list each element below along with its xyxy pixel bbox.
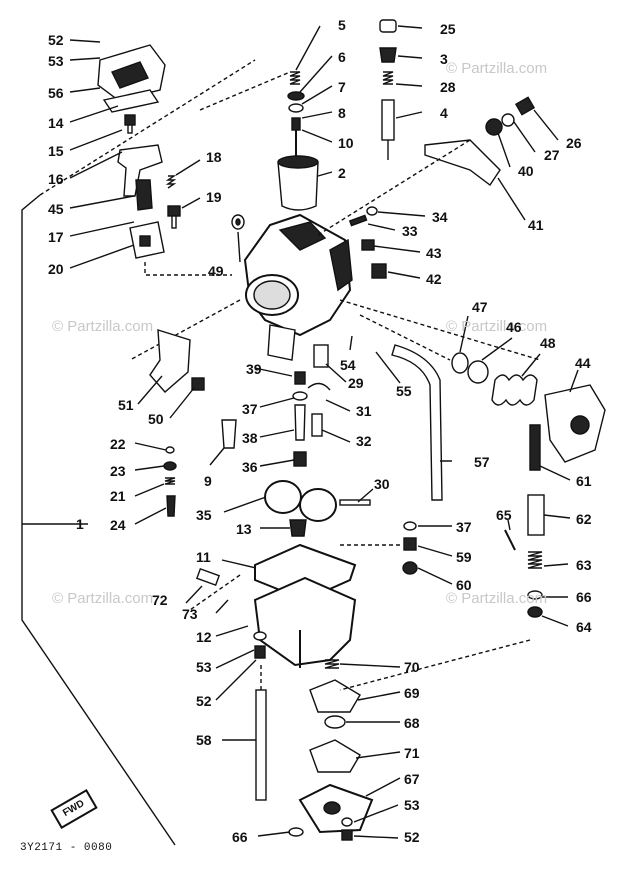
callout-label: 24 — [110, 517, 126, 533]
callout-label: 72 — [152, 592, 168, 608]
float-bowl-12 — [253, 576, 357, 667]
callout-label: 67 — [404, 771, 420, 787]
callout-label: 40 — [518, 163, 534, 179]
callout-label: 47 — [472, 299, 488, 315]
callout-label: 38 — [242, 430, 258, 446]
callout-label: 56 — [48, 85, 64, 101]
bracket-part-41 — [424, 139, 501, 187]
callout-label: 51 — [118, 397, 134, 413]
callout-label: 53 — [404, 797, 420, 813]
watermark-text: © Partzilla.com — [446, 590, 548, 607]
callout-label: 37 — [242, 401, 258, 417]
callout-label: 28 — [440, 79, 456, 95]
callout-label: 22 — [110, 436, 126, 452]
callout-label: 66 — [232, 829, 248, 845]
assembly-bracket-line — [21, 194, 176, 846]
callout-label: 29 — [348, 375, 364, 391]
callout-label: 21 — [110, 488, 126, 504]
callout-label: 44 — [575, 355, 591, 371]
callout-label: 61 — [576, 473, 592, 489]
callout-label: 49 — [208, 263, 224, 279]
callout-label: 34 — [432, 209, 448, 225]
callout-label: 25 — [440, 21, 456, 37]
watermark-text: © Partzilla.com — [446, 318, 548, 335]
bowl-gasket-11 — [254, 543, 357, 602]
float-part-35 — [264, 480, 302, 514]
callout-label: 30 — [374, 476, 390, 492]
callout-label: 5 — [338, 17, 346, 33]
callout-label: 45 — [48, 201, 64, 217]
callout-label: 53 — [196, 659, 212, 675]
callout-label: 69 — [404, 685, 420, 701]
callout-label: 65 — [496, 507, 512, 523]
callout-label: 35 — [196, 507, 212, 523]
callout-label: 11 — [196, 549, 211, 565]
callout-label: 4 — [440, 105, 448, 121]
drawing-code: 3Y2171 - 0080 — [20, 842, 113, 854]
drain-tube-58 — [255, 689, 267, 801]
callout-label: 53 — [48, 53, 64, 69]
callout-label: 14 — [48, 115, 64, 131]
callout-label: 16 — [48, 171, 64, 187]
callout-label: 43 — [426, 245, 442, 261]
callout-label: 46 — [506, 319, 522, 335]
callout-label: 52 — [196, 693, 212, 709]
callout-label: 18 — [206, 149, 222, 165]
callout-label: 9 — [204, 473, 212, 489]
spring-part-5 — [289, 71, 301, 85]
callout-label: 41 — [528, 217, 544, 233]
callout-label: 60 — [456, 577, 472, 593]
callout-label: 66 — [576, 589, 592, 605]
callout-label: 13 — [236, 521, 252, 537]
callout-label: 27 — [544, 147, 560, 163]
callout-label: 73 — [182, 606, 198, 622]
spring-part-48 — [491, 374, 538, 406]
callout-label: 37 — [456, 519, 472, 535]
callout-label: 6 — [338, 49, 346, 65]
callout-label: 52 — [48, 32, 64, 48]
watermark-text: © Partzilla.com — [52, 318, 154, 335]
lever-part-51 — [149, 329, 191, 393]
callout-label: 71 — [404, 745, 420, 761]
callout-label: 20 — [48, 261, 64, 277]
callout-label: 57 — [474, 454, 490, 470]
watermark-text: © Partzilla.com — [446, 60, 548, 77]
callout-label: 55 — [396, 383, 412, 399]
callout-label: 48 — [540, 335, 556, 351]
callout-label: 62 — [576, 511, 592, 527]
callout-label: 33 — [402, 223, 418, 239]
callout-label: 70 — [404, 659, 420, 675]
callout-label: 10 — [338, 135, 354, 151]
callout-label: 7 — [338, 79, 346, 95]
vent-tube-57 — [391, 344, 443, 501]
callout-label: 3 — [440, 51, 448, 67]
callout-label: 68 — [404, 715, 420, 731]
callout-label: 42 — [426, 271, 442, 287]
lever-part — [117, 144, 163, 197]
watermark-text: © Partzilla.com — [52, 590, 154, 607]
callout-label: 50 — [148, 411, 164, 427]
callout-label: 17 — [48, 229, 64, 245]
callout-label: 58 — [196, 732, 212, 748]
callout-label: 19 — [206, 189, 222, 205]
callout-label: 1 — [76, 516, 84, 532]
callout-label: 63 — [576, 557, 592, 573]
callout-label: 26 — [566, 135, 582, 151]
callout-label: 39 — [246, 361, 262, 377]
callout-label: 31 — [356, 403, 372, 419]
callout-label: 32 — [356, 433, 372, 449]
callout-label: 36 — [242, 459, 258, 475]
callout-label: 59 — [456, 549, 472, 565]
callout-label: 64 — [576, 619, 592, 635]
callout-label: 54 — [340, 357, 356, 373]
callout-label: 23 — [110, 463, 126, 479]
callout-label: 12 — [196, 629, 212, 645]
callout-label: 2 — [338, 165, 346, 181]
callout-label: 52 — [404, 829, 420, 845]
callout-label: 15 — [48, 143, 64, 159]
callout-label: 8 — [338, 105, 346, 121]
